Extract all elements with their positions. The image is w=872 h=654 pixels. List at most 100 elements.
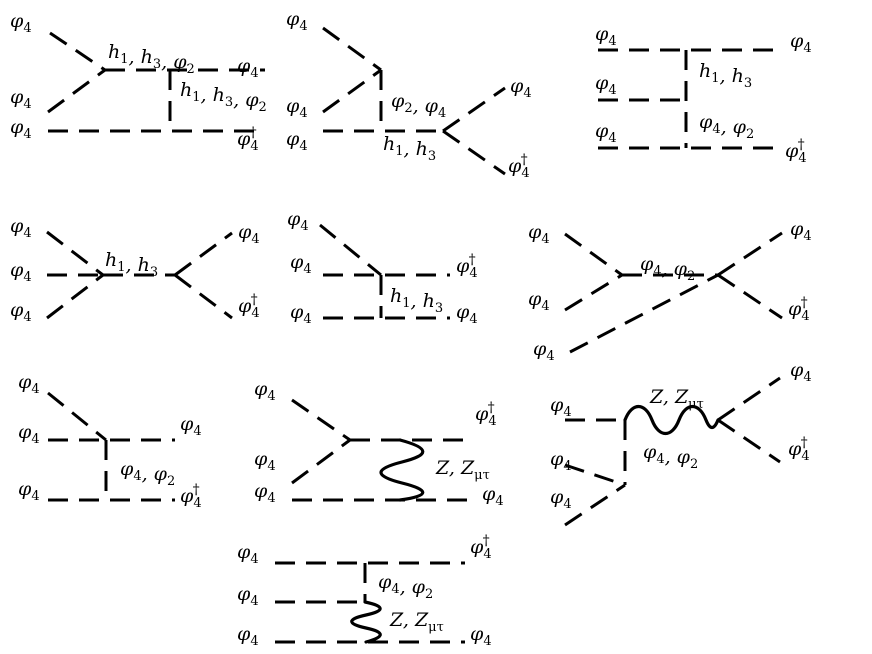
d8-label-left-mid: φ4 bbox=[254, 448, 276, 474]
d8-label-right-bot: φ4 bbox=[482, 483, 504, 509]
d5-label-left-bot: φ4 bbox=[290, 301, 312, 327]
d9-propagator-right-top bbox=[717, 376, 781, 422]
d9-label-internal-wavy: Z, Zμτ bbox=[649, 386, 704, 412]
d10-label-left-top: φ4 bbox=[237, 541, 259, 567]
diagram-d4: φ4 φ4 φ4 φ4 φ4† h1, h3 bbox=[10, 215, 260, 325]
d2-label-right-bot: φ4† bbox=[508, 152, 530, 181]
d9-label-internal-dashed: φ4, φ2 bbox=[643, 441, 698, 472]
d5-label-left-top: φ4 bbox=[287, 208, 309, 234]
d1-propagator-left-top bbox=[49, 31, 106, 72]
d4-label-left-top: φ4 bbox=[10, 215, 32, 241]
d4-label-left-mid: φ4 bbox=[10, 259, 32, 285]
d6-label-left-mid: φ4 bbox=[528, 288, 550, 314]
d4-label-internal-horizontal: h1, h3 bbox=[105, 249, 158, 280]
d2-label-internal-horizontal: h1, h3 bbox=[383, 133, 436, 164]
d9-label-left-bot: φ4 bbox=[550, 486, 572, 512]
d9-propagator-left-mid bbox=[564, 463, 626, 487]
d3-label-left-top: φ4 bbox=[595, 23, 617, 49]
d4-label-right-bot: φ4† bbox=[238, 292, 260, 321]
d3-label-right-bot: φ4† bbox=[785, 137, 807, 166]
d3-label-internal-upper: h1, h3 bbox=[699, 60, 752, 91]
d9-label-right-top: φ4 bbox=[790, 359, 812, 385]
d10-label-left-mid: φ4 bbox=[237, 583, 259, 609]
d4-propagator-right-bot bbox=[174, 273, 233, 320]
d7-label-right-bot: φ4† bbox=[180, 482, 202, 511]
diagram-d7: φ4 φ4 φ4 φ4 φ4† φ4, φ2 bbox=[18, 371, 202, 511]
d7-propagator-left-top bbox=[47, 391, 107, 442]
d5-label-internal-vertical: h1, h3 bbox=[390, 285, 443, 316]
d8-label-left-bot: φ4 bbox=[254, 480, 276, 506]
d2-propagator-left-mid bbox=[322, 68, 382, 114]
d7-label-left-bot: φ4 bbox=[18, 478, 40, 504]
d2-label-left-top: φ4 bbox=[286, 8, 308, 34]
d6-label-right-bot: φ4† bbox=[788, 295, 810, 324]
d2-propagator-left-top bbox=[322, 26, 382, 72]
d1-label-left-mid: φ4 bbox=[10, 86, 32, 112]
d10-label-left-bot: φ4 bbox=[237, 623, 259, 649]
d6-label-left-top: φ4 bbox=[528, 221, 550, 247]
d10-label-internal-wavy: Z, Zμτ bbox=[389, 609, 444, 635]
d6-propagator-left-mid bbox=[564, 273, 623, 312]
d9-propagator-right-bot bbox=[717, 418, 781, 464]
d8-label-right-top: φ4† bbox=[475, 400, 497, 429]
d5-propagator-left-top bbox=[319, 223, 382, 277]
diagram-d2: φ4 φ4 φ4 φ4 φ4† φ2, φ4 h1, h3 bbox=[286, 8, 532, 181]
d7-label-left-top: φ4 bbox=[18, 371, 40, 397]
d2-label-left-mid: φ4 bbox=[286, 95, 308, 121]
d10-label-right-top: φ4† bbox=[470, 533, 492, 562]
d4-propagator-left-bot bbox=[46, 273, 104, 320]
d10-wavy-propagator bbox=[350, 600, 382, 644]
d4-label-right-top: φ4 bbox=[238, 221, 260, 247]
diagram-d8: φ4 φ4 φ4 φ4† φ4 Z, Zμτ bbox=[254, 378, 504, 509]
d4-propagator-right-top bbox=[174, 231, 233, 277]
d8-label-left-top: φ4 bbox=[254, 378, 276, 404]
d1-label-left-top: φ4 bbox=[10, 10, 32, 36]
d3-label-right-top: φ4 bbox=[790, 30, 812, 56]
d6-label-right-top: φ4 bbox=[790, 218, 812, 244]
d2-label-right-top: φ4 bbox=[510, 75, 532, 101]
d7-label-internal-vertical: φ4, φ2 bbox=[120, 458, 175, 489]
d2-label-internal-vertical: φ2, φ4 bbox=[391, 90, 446, 121]
d4-propagator-left-top bbox=[46, 230, 104, 277]
d1-label-right-bot: φ4† bbox=[237, 125, 259, 154]
d7-label-right-top: φ4 bbox=[180, 413, 202, 439]
d1-label-right-top: φ4 bbox=[237, 55, 259, 81]
d6-label-internal-horizontal: φ4, φ2 bbox=[640, 253, 695, 284]
d9-wavy-propagator bbox=[623, 404, 720, 436]
d1-label-internal-horizontal: h1, h3, φ2 bbox=[108, 41, 195, 77]
d1-label-internal-vertical: h1, h3, φ2 bbox=[180, 79, 267, 115]
d9-label-right-bot: φ4† bbox=[788, 435, 810, 464]
d6-label-left-bot: φ4 bbox=[533, 338, 555, 364]
d9-label-left-mid: φ4 bbox=[550, 448, 572, 474]
d6-propagator-right-bot bbox=[717, 273, 783, 320]
d6-propagator-right-top bbox=[717, 231, 783, 277]
diagram-d1: φ4 φ4 φ4 φ4 φ4† h1, h3, φ2 h1, h3, φ2 bbox=[10, 10, 267, 154]
diagram-d3: φ4 φ4 φ4 φ4 φ4† h1, h3 φ4, φ2 bbox=[595, 23, 812, 166]
diagram-d5: φ4 φ4 φ4 φ4† φ4 h1, h3 bbox=[287, 208, 478, 327]
d4-label-left-bot: φ4 bbox=[10, 299, 32, 325]
d8-propagator-left-top bbox=[291, 398, 351, 442]
d2-label-left-bot: φ4 bbox=[286, 128, 308, 154]
d3-label-left-bot: φ4 bbox=[595, 120, 617, 146]
diagram-d9: φ4 φ4 φ4 φ4 φ4† Z, Zμτ φ4, φ2 bbox=[550, 359, 812, 527]
d5-label-right-bot: φ4 bbox=[456, 301, 478, 327]
diagram-d10: φ4 φ4 φ4 φ4† φ4 φ4, φ2 Z, Zμτ bbox=[237, 533, 492, 649]
d1-propagator-left-mid bbox=[47, 68, 106, 114]
d1-label-left-bot: φ4 bbox=[10, 116, 32, 142]
d6-propagator-left-bot bbox=[569, 273, 719, 354]
d9-label-left-top: φ4 bbox=[550, 394, 572, 420]
d7-label-left-mid: φ4 bbox=[18, 421, 40, 447]
d3-label-internal-lower: φ4, φ2 bbox=[699, 111, 754, 142]
d9-propagator-left-bot bbox=[564, 483, 626, 527]
d2-propagator-right-bot bbox=[442, 129, 506, 176]
d5-label-left-mid: φ4 bbox=[290, 251, 312, 277]
d10-label-right-bot: φ4 bbox=[470, 623, 492, 649]
d3-label-left-mid: φ4 bbox=[595, 72, 617, 98]
d8-propagator-left-mid bbox=[291, 438, 351, 485]
diagram-d6: φ4 φ4 φ4 φ4 φ4† φ4, φ2 bbox=[528, 218, 812, 364]
d2-propagator-right-top bbox=[442, 86, 506, 133]
d8-label-internal-wavy: Z, Zμτ bbox=[435, 457, 490, 483]
d6-propagator-left-top bbox=[564, 232, 623, 277]
